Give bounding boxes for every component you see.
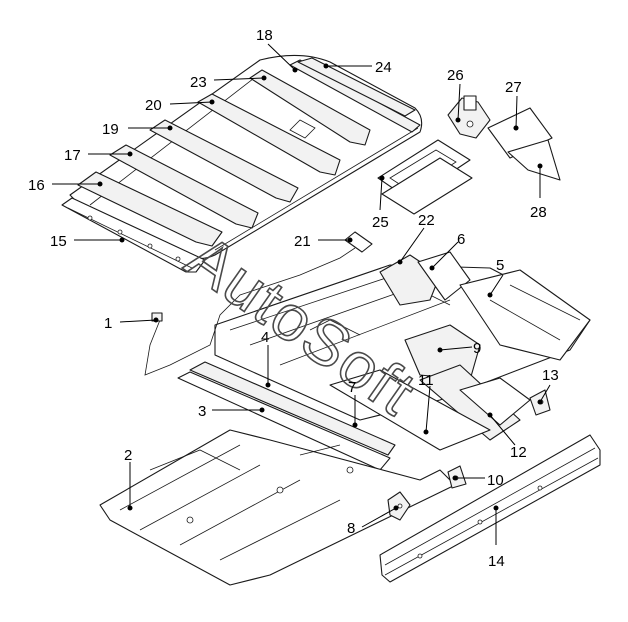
callout-26: 26 bbox=[447, 67, 464, 123]
callout-28: 28 bbox=[530, 163, 547, 221]
callout-22: 22 bbox=[397, 212, 435, 265]
callout-18: 18 bbox=[256, 27, 298, 73]
callout-16: 16 bbox=[28, 177, 103, 194]
callout-5: 5 bbox=[487, 257, 504, 298]
front-header-15 bbox=[61, 197, 206, 273]
svg-text:6: 6 bbox=[457, 231, 465, 248]
svg-text:20: 20 bbox=[145, 97, 162, 114]
callout-8: 8 bbox=[347, 505, 399, 537]
svg-text:12: 12 bbox=[510, 444, 527, 461]
callout-1: 1 bbox=[104, 315, 159, 332]
svg-text:26: 26 bbox=[447, 67, 464, 84]
callout-9: 9 bbox=[437, 340, 481, 357]
roof-bow-20 bbox=[197, 93, 341, 176]
svg-text:28: 28 bbox=[530, 204, 547, 221]
callout-4: 4 bbox=[261, 329, 271, 388]
side-sill-14 bbox=[379, 434, 601, 583]
panel-6 bbox=[417, 251, 471, 301]
svg-text:18: 18 bbox=[256, 27, 273, 44]
callout-14: 14 bbox=[488, 505, 505, 570]
callout-24: 24 bbox=[323, 59, 392, 76]
svg-text:2: 2 bbox=[124, 447, 132, 464]
callout-7: 7 bbox=[348, 379, 358, 428]
clip-21 bbox=[344, 231, 373, 253]
roof-bow-16 bbox=[77, 171, 223, 247]
callout-12: 12 bbox=[487, 412, 527, 461]
svg-text:15: 15 bbox=[50, 233, 67, 250]
callout-3: 3 bbox=[198, 403, 265, 420]
svg-text:8: 8 bbox=[347, 520, 355, 537]
svg-text:3: 3 bbox=[198, 403, 206, 420]
frame-2 bbox=[99, 429, 456, 586]
panel-28 bbox=[507, 139, 561, 181]
svg-text:24: 24 bbox=[375, 59, 392, 76]
svg-text:14: 14 bbox=[488, 553, 505, 570]
svg-text:11: 11 bbox=[418, 372, 434, 389]
roof-bow-17 bbox=[109, 144, 259, 229]
svg-text:17: 17 bbox=[64, 147, 81, 164]
callout-19: 19 bbox=[102, 121, 173, 138]
svg-text:22: 22 bbox=[418, 212, 435, 229]
side-member-12 bbox=[459, 377, 531, 426]
svg-text:21: 21 bbox=[294, 233, 311, 250]
callout-10: 10 bbox=[452, 472, 504, 489]
callout-27: 27 bbox=[505, 79, 522, 131]
sunroof-frame-25 bbox=[377, 139, 473, 215]
rear-floor-5 bbox=[459, 269, 591, 361]
svg-text:1: 1 bbox=[104, 315, 112, 332]
svg-text:7: 7 bbox=[348, 379, 356, 396]
svg-text:27: 27 bbox=[505, 79, 522, 96]
callout-20: 20 bbox=[145, 97, 215, 114]
svg-text:13: 13 bbox=[542, 367, 559, 384]
svg-text:19: 19 bbox=[102, 121, 119, 138]
roof-bow-18 bbox=[289, 59, 421, 133]
svg-text:4: 4 bbox=[261, 329, 269, 346]
svg-text:9: 9 bbox=[473, 340, 481, 357]
callout-11: 11 bbox=[418, 372, 434, 435]
callout-17: 17 bbox=[64, 147, 133, 164]
bracket-26 bbox=[447, 95, 491, 139]
roof-bow-19 bbox=[149, 119, 299, 203]
roof-bow-24 bbox=[297, 57, 416, 117]
callout-13: 13 bbox=[537, 367, 559, 405]
callout-6: 6 bbox=[429, 231, 465, 271]
callout-23: 23 bbox=[190, 74, 267, 91]
svg-text:23: 23 bbox=[190, 74, 207, 91]
floor-7 bbox=[329, 369, 491, 451]
svg-text:16: 16 bbox=[28, 177, 45, 194]
sill-4 bbox=[189, 361, 396, 456]
callout-25: 25 bbox=[372, 175, 389, 231]
callout-2: 2 bbox=[124, 447, 133, 511]
callout-15: 15 bbox=[50, 233, 125, 250]
svg-text:10: 10 bbox=[487, 472, 504, 489]
svg-text:25: 25 bbox=[372, 214, 389, 231]
callout-21: 21 bbox=[294, 233, 353, 250]
svg-text:5: 5 bbox=[496, 257, 504, 274]
roof-bow-23 bbox=[249, 69, 371, 146]
bracket-8 bbox=[387, 491, 411, 521]
